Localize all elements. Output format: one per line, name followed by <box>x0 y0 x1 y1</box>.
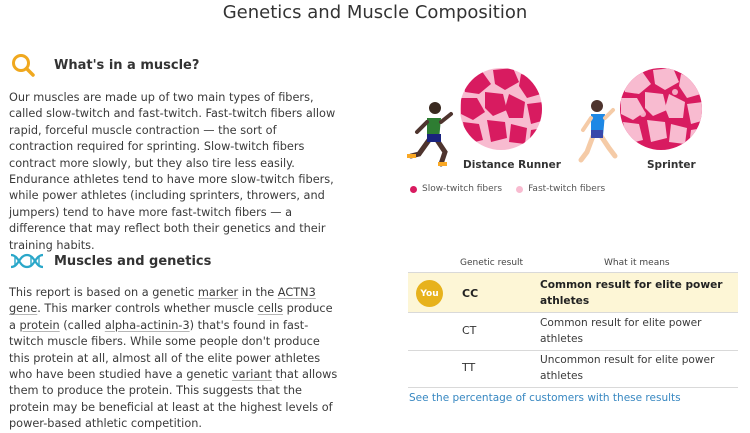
legend-label: Fast-twitch fibers <box>528 184 606 194</box>
result-meaning: Uncommon result for elite power athletes <box>540 354 715 382</box>
fiber-legend: Slow-twitch fibers Fast-twitch fibers <box>410 184 619 194</box>
section-what-in-muscle: What's in a muscle? <box>10 52 199 78</box>
sprinter-figure <box>578 100 618 163</box>
page-title: Genetics and Muscle Composition <box>222 2 528 23</box>
legend-label: Slow-twitch fibers <box>422 184 503 194</box>
result-meaning: Common result for elite power athletes <box>540 279 723 307</box>
distance-runner-fiber-circle <box>460 68 542 150</box>
sprinter-label: Sprinter <box>647 159 696 171</box>
distance-runner-label: Distance Runner <box>463 159 561 171</box>
section-heading: Muscles and genetics <box>54 253 212 269</box>
slow-twitch-swatch <box>410 185 417 193</box>
glossary-link-alpha-actinin-3[interactable]: alpha-actinin-3 <box>104 318 190 332</box>
dna-icon <box>10 248 44 274</box>
muscle-paragraph: Our muscles are made up of two main type… <box>9 91 336 252</box>
customer-percentage-link[interactable]: See the percentage of customers with the… <box>409 392 681 404</box>
column-header-meaning: What it means <box>604 258 670 268</box>
genetic-result: CC <box>462 287 479 300</box>
table-row: CT Common result for elite power athlete… <box>408 312 738 351</box>
section-heading: What's in a muscle? <box>54 57 200 73</box>
legend-slow-twitch: Slow-twitch fibers <box>410 184 502 194</box>
distance-runner-figure <box>407 102 453 167</box>
glossary-link-actn3-gene[interactable]: ACTN3 gene <box>9 286 316 316</box>
genetic-result: CT <box>462 324 477 337</box>
section-muscles-genetics: Muscles and genetics <box>10 248 211 274</box>
you-badge: You <box>416 280 443 307</box>
column-header-result: Genetic result <box>460 258 524 268</box>
sprinter-fiber-circle <box>620 68 702 150</box>
magnifier-icon <box>10 52 44 78</box>
glossary-link-protein[interactable]: protein <box>19 318 60 332</box>
fast-twitch-swatch <box>516 185 524 193</box>
glossary-link-cells[interactable]: cells <box>257 302 284 316</box>
legend-fast-twitch: Fast-twitch fibers <box>516 184 605 194</box>
result-meaning: Common result for elite power athletes <box>540 317 702 345</box>
table-row: TT Uncommon result for elite power athle… <box>408 350 738 388</box>
table-row: You CC Common result for elite power ath… <box>408 272 738 313</box>
genetics-paragraph: This report is based on a genetic marker… <box>9 286 338 431</box>
glossary-link-variant[interactable]: variant <box>231 368 272 382</box>
fiber-illustration <box>405 68 750 198</box>
genetic-result: TT <box>462 361 476 374</box>
glossary-link-marker[interactable]: marker <box>197 286 239 299</box>
